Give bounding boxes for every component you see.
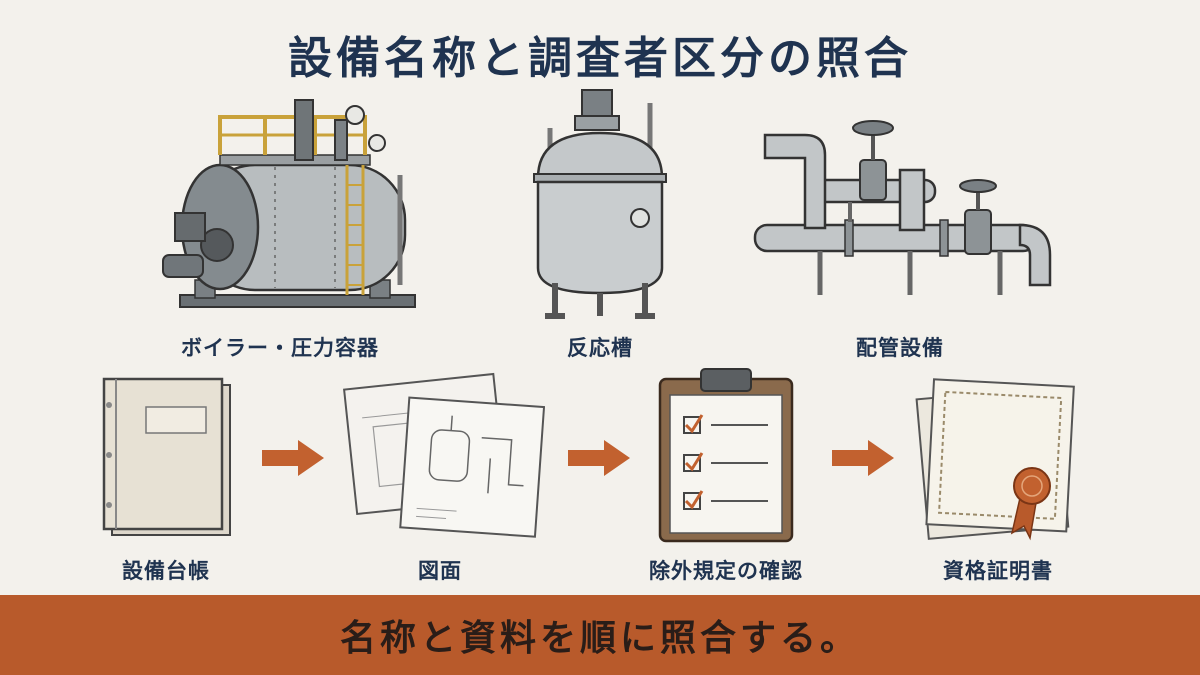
arrow-right-icon: [832, 440, 894, 480]
equipment-label-piping: 配管設備: [856, 336, 944, 360]
boiler-icon: [155, 95, 435, 325]
step-label-drawings: 図面: [418, 559, 462, 583]
ledger-book-icon: [98, 375, 233, 540]
drawings-icon: [340, 362, 545, 542]
piping-icon: [750, 110, 1070, 310]
arrow-right-icon: [262, 440, 324, 480]
reactor-tank-icon: [520, 88, 680, 323]
step-label-certificate: 資格証明書: [943, 559, 1053, 583]
certificate-icon: [912, 368, 1082, 543]
step-label-exclusion-check: 除外規定の確認: [649, 559, 803, 583]
summary-text: 名称と資料を順に照合する。: [339, 618, 860, 659]
equipment-label-reactor: 反応槽: [567, 336, 633, 360]
page-title: 設備名称と調査者区分の照合: [288, 33, 912, 84]
arrow-right-icon: [568, 440, 630, 480]
equipment-label-boiler: ボイラー・圧力容器: [181, 336, 379, 360]
summary-banner: 名称と資料を順に照合する。: [0, 595, 1200, 675]
step-label-ledger: 設備台帳: [122, 559, 210, 583]
checklist-clipboard-icon: [656, 365, 796, 545]
